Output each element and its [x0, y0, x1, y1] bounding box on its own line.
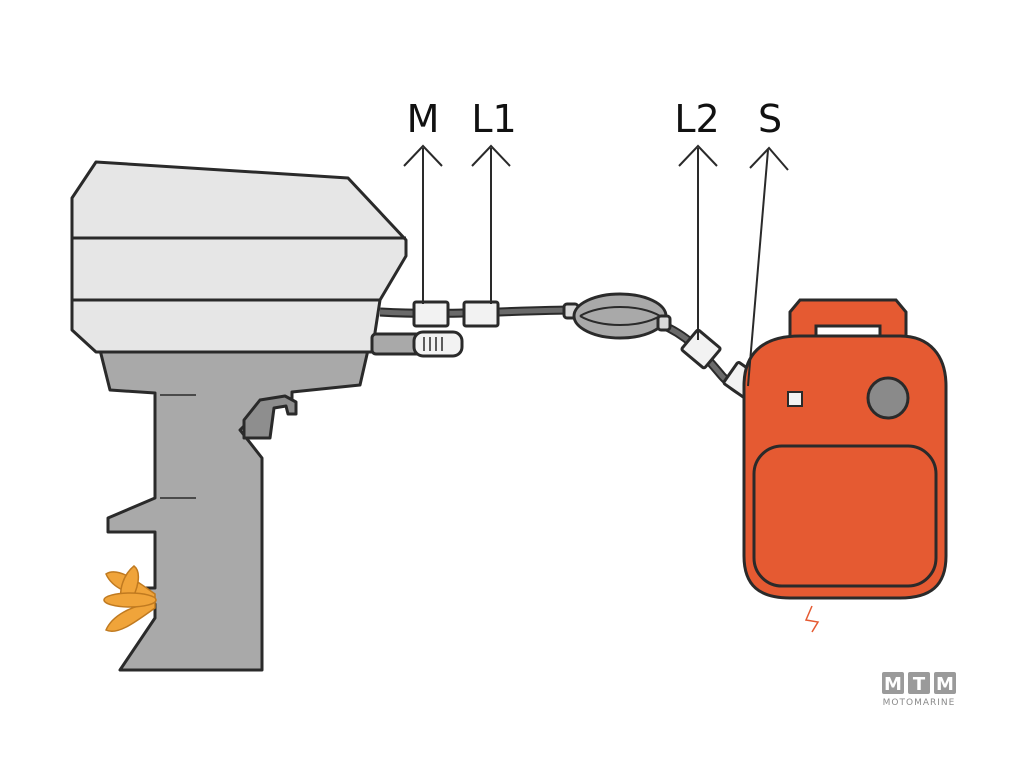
- label-s: S: [758, 97, 782, 141]
- arrow-l2: [678, 144, 718, 340]
- connector-m: [412, 300, 450, 328]
- cowling: [70, 160, 408, 354]
- small-mark: [804, 605, 820, 633]
- logo-letter-3: M: [936, 674, 954, 695]
- motor-leg: [98, 348, 370, 672]
- pointer-arrows: [403, 144, 789, 387]
- tank-fitting: [787, 391, 803, 407]
- outboard-motor: [70, 160, 464, 672]
- filler-cap: [866, 376, 910, 420]
- fuel-tank: [742, 298, 948, 600]
- logo-letter-2: T: [913, 674, 926, 695]
- watermark-logo: M T M MOTOMARINE: [882, 672, 956, 708]
- tilt-bracket: [242, 394, 298, 440]
- arrow-m: [403, 144, 443, 304]
- label-l1: L1: [471, 97, 516, 141]
- connector-l2: [680, 328, 722, 370]
- primer-bulb: [562, 292, 672, 340]
- tank-panel: [752, 444, 938, 588]
- arrow-s: [747, 146, 789, 387]
- label-m: M: [407, 97, 440, 141]
- tank-handle: [788, 298, 908, 342]
- throttle-grip: [412, 330, 464, 358]
- logo-text: MOTOMARINE: [883, 698, 956, 708]
- propeller-icon: [103, 565, 157, 633]
- arrow-l1: [471, 144, 511, 304]
- connector-l1: [462, 300, 500, 328]
- logo-letter-1: M: [884, 674, 902, 695]
- label-l2: L2: [674, 97, 719, 141]
